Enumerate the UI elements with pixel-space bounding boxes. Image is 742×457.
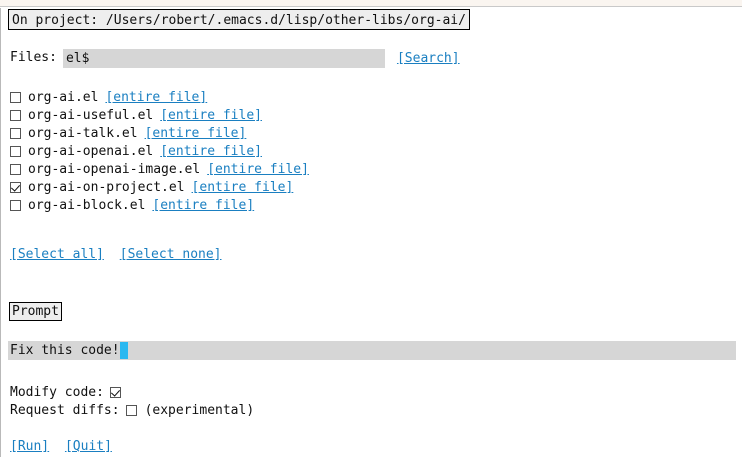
file-filter-row: Files: [Search] xyxy=(10,48,730,68)
file-checkbox[interactable] xyxy=(10,199,21,211)
request-diffs-checkbox[interactable] xyxy=(125,404,137,416)
file-name: org-ai-openai-image.el xyxy=(28,161,201,177)
file-name: org-ai.el xyxy=(28,89,99,105)
file-checkbox[interactable] xyxy=(10,145,21,157)
modify-code-row: Modify code: xyxy=(10,383,254,401)
search-button[interactable]: [Search] xyxy=(396,50,460,66)
request-diffs-row: Request diffs: (experimental) xyxy=(10,401,254,419)
quit-button[interactable]: [Quit] xyxy=(64,439,112,454)
file-row: org-ai-openai-image.el [entire file] xyxy=(10,160,710,178)
org-ai-on-project-panel: On project: /Users/robert/.emacs.d/lisp/… xyxy=(2,8,742,457)
file-name: org-ai-block.el xyxy=(28,197,146,213)
file-row: org-ai.el [entire file] xyxy=(10,88,710,106)
request-diffs-note: (experimental) xyxy=(144,402,255,418)
window-title-strip xyxy=(0,0,742,7)
files-filter-label: Files: xyxy=(10,50,57,65)
file-row: org-ai-block.el [entire file] xyxy=(10,196,710,214)
files-filter-input[interactable] xyxy=(62,48,385,68)
project-path-header: On project: /Users/robert/.emacs.d/lisp/… xyxy=(8,9,470,30)
file-checkbox[interactable] xyxy=(10,163,21,175)
file-row: org-ai-useful.el [entire file] xyxy=(10,106,710,124)
file-checkbox[interactable] xyxy=(10,127,21,139)
request-diffs-label: Request diffs: xyxy=(10,402,120,418)
entire-file-link[interactable]: [entire file] xyxy=(160,143,262,159)
file-checkbox[interactable] xyxy=(10,91,21,103)
prompt-section-label: Prompt xyxy=(9,302,62,321)
select-all-link[interactable]: [Select all] xyxy=(10,247,104,262)
file-name: org-ai-on-project.el xyxy=(28,179,185,195)
entire-file-link[interactable]: [entire file] xyxy=(191,179,294,195)
file-row: org-ai-on-project.el [entire file] xyxy=(10,178,710,196)
options-group: Modify code: Request diffs: (experimenta… xyxy=(10,383,254,419)
entire-file-link[interactable]: [entire file] xyxy=(152,197,255,213)
window-left-border xyxy=(0,8,1,457)
prompt-text: Fix this code! xyxy=(10,343,120,358)
modify-code-label: Modify code: xyxy=(10,384,104,400)
file-checkbox[interactable] xyxy=(10,181,21,193)
file-checkbox[interactable] xyxy=(10,109,21,121)
selection-links: [Select all] [Select none] xyxy=(10,247,222,262)
file-row: org-ai-openai.el [entire file] xyxy=(10,142,710,160)
run-button[interactable]: [Run] xyxy=(10,439,50,454)
file-name: org-ai-useful.el xyxy=(28,107,154,123)
file-row: org-ai-talk.el [entire file] xyxy=(10,124,710,142)
entire-file-link[interactable]: [entire file] xyxy=(144,125,247,141)
file-name: org-ai-openai.el xyxy=(28,143,154,159)
select-none-link[interactable]: [Select none] xyxy=(119,247,222,262)
entire-file-link[interactable]: [entire file] xyxy=(105,89,208,105)
entire-file-link[interactable]: [entire file] xyxy=(160,107,262,123)
text-caret xyxy=(119,342,128,359)
prompt-input[interactable]: Fix this code! xyxy=(8,341,736,360)
entire-file-link[interactable]: [entire file] xyxy=(207,161,309,177)
file-name: org-ai-talk.el xyxy=(28,125,138,141)
action-links: [Run] [Quit] xyxy=(10,439,112,454)
modify-code-checkbox[interactable] xyxy=(109,386,121,398)
file-list: org-ai.el [entire file] org-ai-useful.el… xyxy=(10,88,710,214)
